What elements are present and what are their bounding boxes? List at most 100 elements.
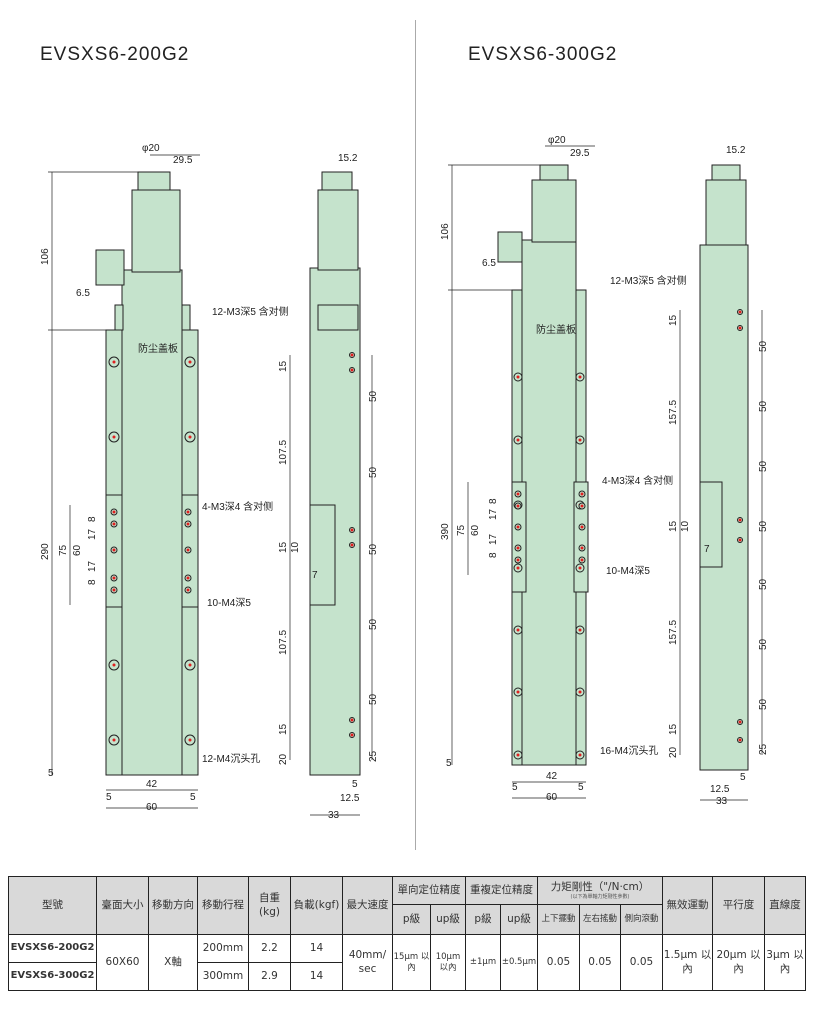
header-roll: 側向滾動	[620, 904, 663, 935]
dim-label: 50	[758, 400, 769, 412]
dim-label: 10	[290, 541, 301, 553]
dim-label: 17	[87, 528, 98, 540]
hole-center-mark	[738, 326, 742, 330]
hole-center-mark	[186, 522, 190, 526]
hole-note: 12-M3深5 含对侧	[212, 305, 289, 318]
hole-center-mark	[516, 690, 520, 694]
header-up-grade: up級	[500, 904, 538, 935]
dim-label: 29.5	[570, 148, 590, 159]
cell-uni-up: 10μm 以內	[430, 934, 466, 991]
moment-title: 力矩剛性（"/N·cm）	[550, 880, 650, 893]
header-p-grade: p級	[465, 904, 501, 935]
hole-center-mark	[516, 628, 520, 632]
dim-label: 42	[146, 779, 158, 790]
left-side-view	[309, 171, 361, 776]
hole-center-mark	[186, 588, 190, 592]
dim-label: 5	[578, 782, 584, 793]
dim-label: 33	[716, 796, 728, 807]
moment-note: (以下為單軸力矩剛性參數)	[570, 893, 630, 900]
dim-label: 5	[106, 792, 112, 803]
dim-label: 50	[368, 543, 379, 555]
hole-center-mark	[112, 576, 116, 580]
dim-label: 8	[488, 498, 499, 504]
cell-table-size: 60X60	[96, 934, 149, 991]
hole-center-mark	[350, 353, 354, 357]
header-stroke: 移動行程	[197, 876, 249, 935]
header-straightness: 直線度	[764, 876, 806, 935]
dim-label: 15	[278, 723, 289, 735]
hole-center-mark	[350, 543, 354, 547]
dim-label: 12.5	[710, 784, 730, 795]
hole-center-mark	[580, 492, 584, 496]
divider	[415, 20, 416, 850]
dim-label: 75	[58, 544, 69, 556]
cell-yaw: 0.05	[579, 934, 621, 991]
model-title-left: EVSXS6-200G2	[40, 44, 190, 65]
dim-label: 75	[456, 524, 467, 536]
hole-center-mark	[186, 548, 190, 552]
dim-label: 106	[440, 223, 451, 240]
dim-label: 15	[278, 541, 289, 553]
dim-label: 5	[446, 758, 452, 769]
model-title-right: EVSXS6-300G2	[468, 44, 618, 65]
dim-label: 10	[680, 520, 691, 532]
hole-center-mark	[516, 492, 520, 496]
table-row: EVSXS6-200G2 60X60 X軸 200mm 2.2 14 40mm/…	[8, 934, 806, 991]
dim-label: 50	[758, 520, 769, 532]
dim-label: 15	[278, 360, 289, 372]
hole-center-mark	[350, 733, 354, 737]
hole-center-mark	[580, 525, 584, 529]
hole-center-mark	[738, 518, 742, 522]
cell-model: EVSXS6-300G2	[8, 962, 97, 991]
cell-rep-p: ±1μm	[465, 934, 501, 991]
dim-label: 17	[488, 533, 499, 545]
hole-note: 12-M3深5 含对侧	[610, 274, 687, 287]
hole-center-mark	[578, 690, 582, 694]
dim-label: φ20	[142, 143, 160, 154]
cell-speed: 40mm/ sec	[342, 934, 393, 991]
hole-center-mark	[188, 738, 192, 742]
cell-parallelism: 20μm 以內	[712, 934, 765, 991]
hole-center-mark	[112, 360, 116, 364]
left-front-view	[95, 171, 199, 776]
dim-label: 7	[704, 544, 710, 555]
header-repeat-accuracy: 重複定位精度	[465, 876, 538, 905]
dim-label: 15.2	[338, 153, 358, 164]
hole-center-mark	[188, 663, 192, 667]
dim-label: 20	[668, 746, 679, 758]
hole-center-mark	[516, 525, 520, 529]
dim-label: 15	[668, 314, 679, 326]
hole-center-mark	[578, 753, 582, 757]
hole-center-mark	[516, 558, 520, 562]
hole-center-mark	[112, 663, 116, 667]
hole-note: 4-M3深4 含对侧	[602, 474, 673, 487]
dim-label: 20	[278, 753, 289, 765]
dim-label: 107.5	[278, 440, 289, 465]
cell-stroke: 300mm	[197, 962, 249, 991]
hole-center-mark	[112, 548, 116, 552]
hole-note: 12-M4沉头孔	[202, 752, 260, 765]
dim-label: 290	[40, 543, 51, 560]
dim-label: 6.5	[482, 258, 496, 269]
cell-direction: X軸	[148, 934, 198, 991]
header-up-grade: up級	[430, 904, 466, 935]
technical-drawings: φ20 29.5 15.2 106 6.5 290 75 60 8 17 17 …	[40, 135, 769, 821]
hole-center-mark	[516, 375, 520, 379]
hole-center-mark	[516, 438, 520, 442]
dim-label: 157.5	[668, 400, 679, 425]
hole-center-mark	[112, 588, 116, 592]
cell-model: EVSXS6-200G2	[8, 934, 97, 963]
cell-straightness: 3μm 以內	[764, 934, 806, 991]
dim-label: 6.5	[76, 288, 90, 299]
table-row: EVSXS6-300G2 300mm 2.9 14	[8, 962, 806, 991]
dim-label: 60	[470, 524, 481, 536]
dim-label: 7	[312, 570, 318, 581]
hole-center-mark	[578, 438, 582, 442]
hole-center-mark	[350, 368, 354, 372]
header-model: 型號	[8, 876, 97, 935]
hole-center-mark	[188, 360, 192, 364]
hole-center-mark	[112, 522, 116, 526]
dim-label: 50	[758, 578, 769, 590]
mounting-holes	[108, 309, 743, 760]
